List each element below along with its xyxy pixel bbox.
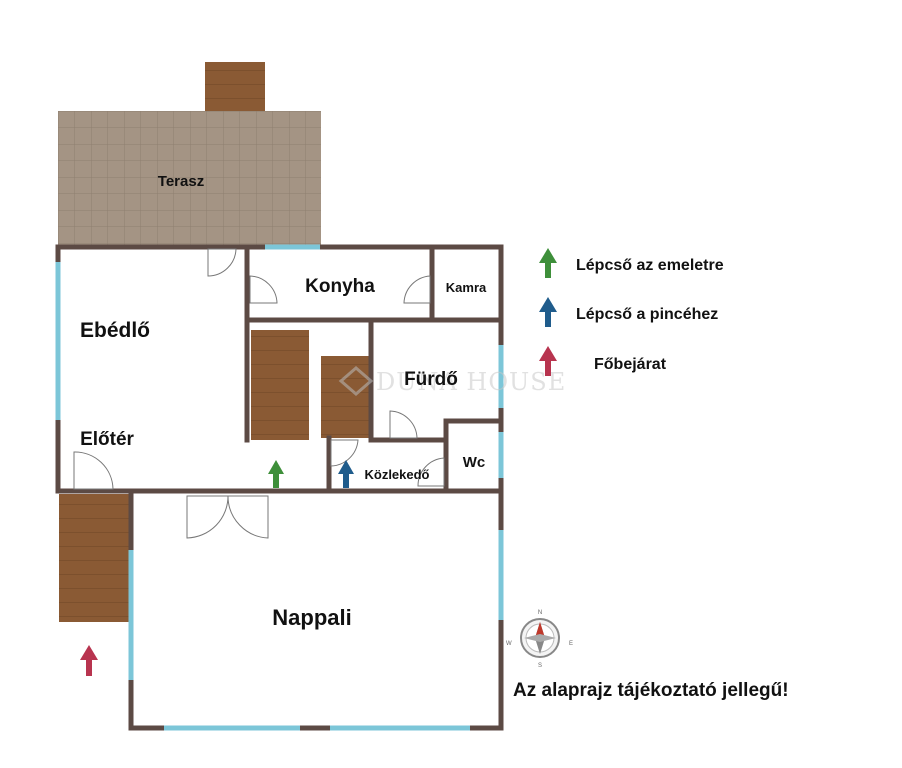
arrow-stairs-down-icon	[338, 460, 354, 488]
watermark-text: DUNA HOUSE	[376, 368, 566, 396]
door-kitchen	[249, 275, 278, 304]
legend-arrow-green-icon	[539, 248, 557, 278]
room-label-kozlekedo: Közlekedő	[364, 467, 429, 482]
chimney	[205, 62, 265, 112]
door-bathroom	[389, 410, 418, 439]
compass-west: W	[506, 641, 512, 647]
legend: Lépcső az emeletre Lépcső a pincéhez Főb…	[539, 248, 724, 376]
door-kamra	[403, 275, 431, 304]
legend-item-basement: Lépcső a pincéhez	[539, 297, 718, 327]
room-label-kamra: Kamra	[446, 280, 487, 295]
room-label-konyha: Konyha	[305, 276, 375, 297]
stairs-upper-right	[321, 356, 369, 438]
compass-icon: N E S W	[506, 610, 573, 669]
compass-north: N	[538, 610, 542, 616]
doors	[73, 248, 445, 539]
door-corridor	[330, 439, 359, 467]
legend-item-upstairs: Lépcső az emeletre	[539, 248, 724, 278]
room-label-furdo: Fürdő	[404, 369, 458, 390]
room-label-eloter: Előtér	[80, 429, 134, 450]
room-label-wc: Wc	[463, 454, 486, 471]
door-terrace	[207, 248, 237, 277]
room-label-ebedlo: Ebédlő	[80, 319, 150, 342]
door-living-left	[186, 495, 229, 539]
compass-south: S	[538, 663, 542, 669]
legend-arrow-blue-icon	[539, 297, 557, 327]
stairs-entrance	[59, 494, 129, 622]
door-living-right	[227, 495, 269, 539]
watermark-logo: DUNA HOUSE	[338, 366, 566, 396]
legend-label-basement: Lépcső a pincéhez	[576, 306, 718, 323]
door-wc	[417, 457, 445, 487]
arrow-main-entrance-icon	[80, 645, 98, 676]
legend-item-entrance: Főbejárat	[539, 346, 667, 376]
disclaimer-text: Az alaprajz tájékoztató jellegű!	[513, 680, 789, 701]
windows	[55, 244, 504, 731]
compass-east: E	[569, 641, 573, 647]
room-label-terasz: Terasz	[158, 173, 204, 190]
legend-label-entrance: Főbejárat	[594, 356, 667, 373]
terrace	[58, 111, 321, 247]
door-eloter	[73, 451, 114, 490]
arrow-stairs-up-icon	[268, 460, 284, 488]
legend-label-upstairs: Lépcső az emeletre	[576, 257, 724, 274]
room-label-nappali: Nappali	[272, 605, 351, 630]
legend-arrow-red-icon	[539, 346, 557, 376]
stairs-upper-left	[251, 330, 309, 440]
